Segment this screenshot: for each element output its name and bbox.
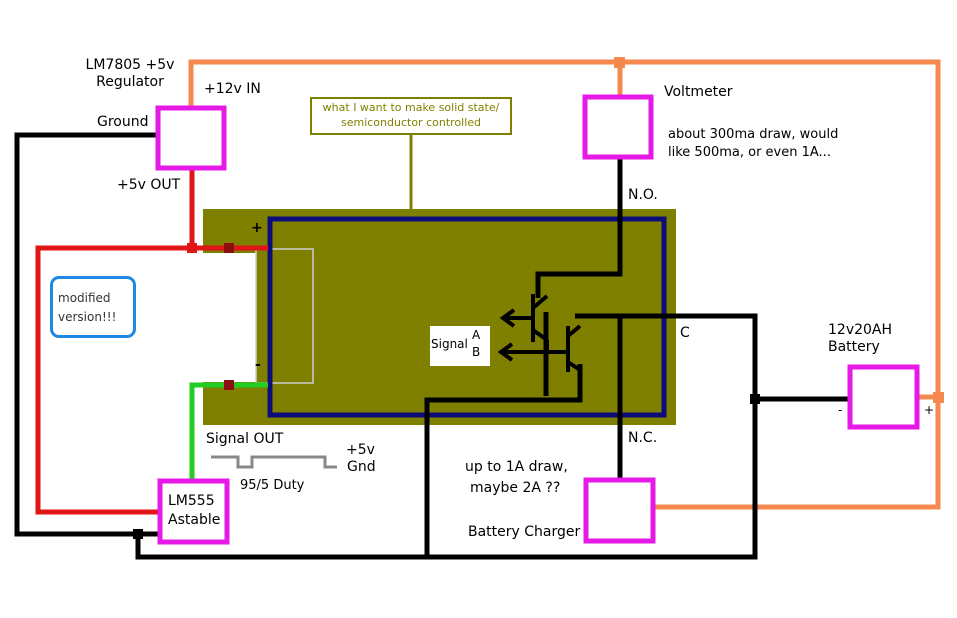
battery-label-line1: 12v20AH	[828, 322, 893, 338]
red-junction	[187, 243, 197, 253]
charger-note-line1: up to 1A draw,	[465, 459, 568, 475]
regulator-box	[155, 105, 227, 171]
signal-label: Signal	[431, 337, 468, 351]
regulator-label-line2: Regulator	[96, 74, 164, 90]
c-contact-label: C	[680, 325, 690, 341]
charger-box	[583, 477, 656, 544]
pwm-waveform	[211, 455, 337, 469]
solid-state-note: what I want to make solid state/ semicon…	[310, 97, 512, 135]
orange-junction	[614, 57, 625, 68]
charger-note-line2: maybe 2A ??	[470, 480, 561, 496]
lm555-label-line2: Astable	[168, 512, 221, 528]
voltmeter-note-line2: like 500ma, or even 1A...	[668, 145, 831, 160]
lm555-label-line1: LM555	[168, 493, 215, 509]
gnd-label: Gnd	[347, 459, 376, 475]
5v-out-label: +5v OUT	[117, 177, 181, 193]
signal-out-label: Signal OUT	[206, 431, 284, 447]
board-plus-label: +	[251, 220, 263, 236]
voltmeter-note: about 300ma draw, would like 500ma, or e…	[668, 126, 838, 162]
pin-marker	[224, 380, 234, 390]
lm555-box	[157, 478, 230, 545]
no-contact-label: N.O.	[628, 187, 658, 203]
black-junction	[133, 529, 143, 539]
green-wire	[189, 382, 268, 480]
battery-box	[847, 364, 920, 430]
connector-outline	[255, 248, 314, 384]
board-minus-label: -	[255, 357, 261, 373]
regulator-label-line1: LM7805 +5v	[85, 57, 175, 73]
charger-note: up to 1A draw, maybe 2A ??	[465, 457, 568, 499]
battery-minus-label: -	[838, 403, 843, 417]
12v-in-label: +12v IN	[204, 81, 261, 97]
voltmeter-note-line1: about 300ma draw, would	[668, 127, 839, 142]
modified-line2: version!!!	[58, 310, 117, 324]
black-junction	[750, 394, 760, 404]
ground-label: Ground	[97, 114, 149, 130]
battery-charger-label: Battery Charger	[468, 524, 581, 540]
battery-label: 12v20AH Battery	[828, 322, 892, 356]
component-boxes	[155, 94, 920, 545]
solid-state-note-text: what I want to make solid state/ semicon…	[322, 101, 500, 129]
regulator-label: LM7805 +5v Regulator	[80, 57, 180, 91]
modified-line1: modified	[58, 291, 111, 305]
transistor-symbols	[497, 294, 582, 372]
battery-plus-label: +	[924, 403, 935, 417]
signal-b-label: B	[472, 345, 481, 359]
modified-version-note: modified version!!!	[50, 276, 136, 338]
lm555-label: LM555 Astable	[168, 492, 220, 530]
signal-a-label: A	[472, 328, 481, 342]
duty-label: 95/5 Duty	[240, 478, 305, 493]
voltmeter-box	[582, 94, 654, 160]
nc-contact-label: N.C.	[628, 430, 658, 446]
orange-junction	[933, 392, 944, 403]
battery-label-line2: Battery	[828, 339, 880, 355]
voltmeter-label: Voltmeter	[664, 84, 733, 100]
pin-marker	[224, 243, 234, 253]
signal-label-box: Signal A B	[430, 326, 490, 366]
plus5v-label: +5v	[346, 442, 375, 458]
board-cutout	[203, 253, 256, 382]
